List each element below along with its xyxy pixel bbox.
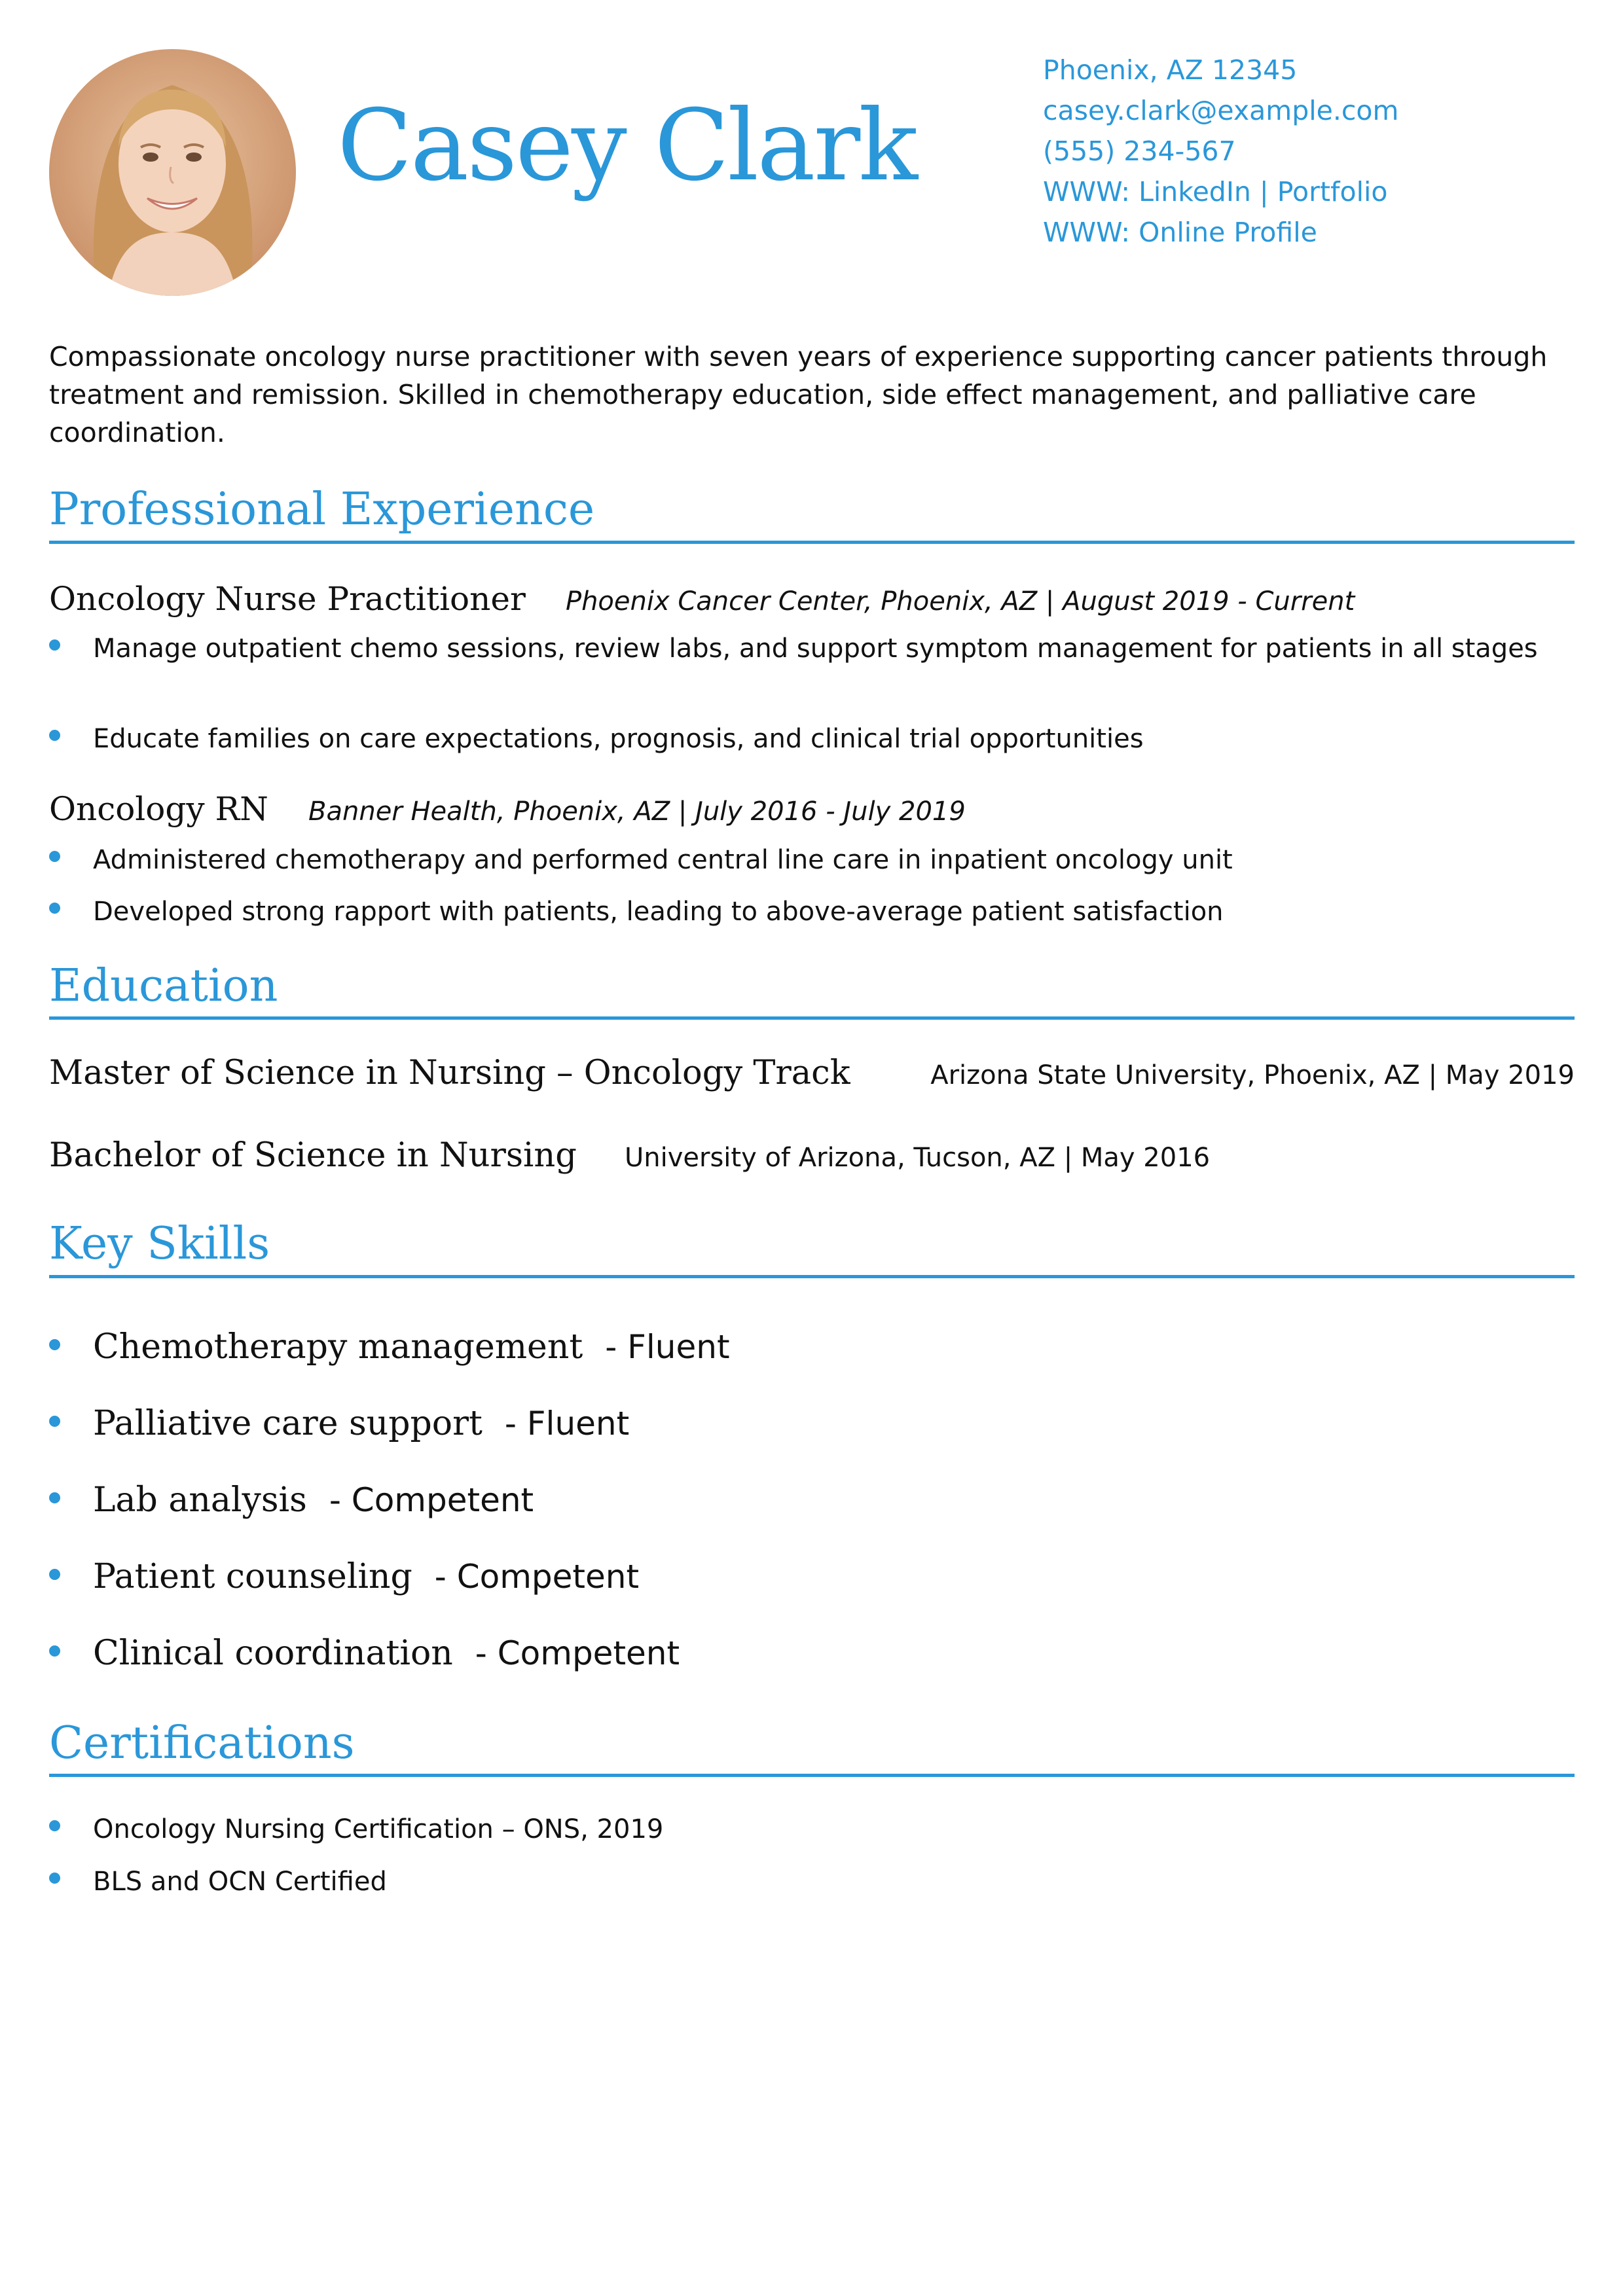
education-item: Master of Science in Nursing – Oncology … <box>49 1054 1575 1092</box>
bullet-icon <box>49 1569 60 1580</box>
section-divider <box>49 541 1575 544</box>
bullet-icon <box>49 903 60 914</box>
skill-name: Chemotherapy management <box>93 1327 583 1367</box>
section-heading-skills: Key Skills <box>49 1218 270 1270</box>
job-title: Oncology Nurse Practitioner <box>49 580 526 618</box>
contact-block: Phoenix, AZ 12345 casey.clark@example.co… <box>1043 50 1398 253</box>
job-location-dates: , Phoenix, AZ | August 2019 - Current <box>864 586 1355 617</box>
bullet-icon <box>49 851 60 862</box>
job-employer: Phoenix Cancer Center <box>565 586 864 617</box>
skill-name: Clinical coordination <box>93 1634 453 1673</box>
degree-name: Master of Science in Nursing – Oncology … <box>49 1054 850 1092</box>
job-heading: Oncology RN Banner Health, Phoenix, AZ |… <box>49 790 1575 828</box>
candidate-name: Casey Clark <box>337 89 918 203</box>
contact-email[interactable]: casey.clark@example.com <box>1043 95 1399 126</box>
professional-summary: Compassionate oncology nurse practitione… <box>49 341 1548 448</box>
degree-details: Arizona State University, Phoenix, AZ | … <box>930 1060 1575 1090</box>
skill-name: Palliative care support <box>93 1404 483 1443</box>
section-divider <box>49 1016 1575 1020</box>
bullet-icon <box>49 1873 60 1884</box>
contact-phone[interactable]: (555) 234-567 <box>1043 135 1236 167</box>
contact-online-profile[interactable]: WWW: Online Profile <box>1043 217 1317 248</box>
section-divider <box>49 1774 1575 1777</box>
section-heading-experience: Professional Experience <box>49 484 595 535</box>
certification-text: Oncology Nursing Certification – ONS, 20… <box>93 1814 664 1844</box>
bullet-text: Manage outpatient chemo sessions, review… <box>93 634 1538 664</box>
certification-text: BLS and OCN Certified <box>93 1867 387 1897</box>
bullet-icon <box>49 1820 60 1831</box>
skill-name: Patient counseling <box>93 1557 412 1596</box>
skill-level: - Competent <box>329 1481 534 1519</box>
job-meta: Banner Health, Phoenix, AZ | July 2016 -… <box>308 797 966 827</box>
contact-location: Phoenix, AZ 12345 <box>1043 54 1298 86</box>
section-heading-education: Education <box>49 960 278 1012</box>
profile-photo <box>49 49 296 296</box>
job-heading: Oncology Nurse Practitioner Phoenix Canc… <box>49 580 1575 618</box>
section-heading-certifications: Certifications <box>49 1717 355 1769</box>
degree-details: University of Arizona, Tucson, AZ | May … <box>624 1143 1211 1173</box>
contact-links[interactable]: WWW: LinkedIn | Portfolio <box>1043 176 1388 207</box>
bullet-icon <box>49 730 60 741</box>
education-item: Bachelor of Science in Nursing Universit… <box>49 1136 1575 1175</box>
degree-name: Bachelor of Science in Nursing <box>49 1136 577 1175</box>
job-location-dates: , Phoenix, AZ | July 2016 - July 2019 <box>496 797 966 827</box>
section-divider <box>49 1275 1575 1278</box>
skill-level: - Competent <box>475 1634 680 1672</box>
skill-level: - Fluent <box>504 1405 630 1443</box>
job-title: Oncology RN <box>49 790 268 828</box>
bullet-icon <box>49 639 60 651</box>
job-employer: Banner Health <box>308 797 497 827</box>
bullet-icon <box>49 1492 60 1503</box>
skill-name: Lab analysis <box>93 1480 307 1520</box>
bullet-icon <box>49 1416 60 1427</box>
skill-level: - Fluent <box>605 1328 730 1366</box>
bullet-icon <box>49 1645 60 1657</box>
bullet-text: Developed strong rapport with patients, … <box>93 897 1224 927</box>
job-meta: Phoenix Cancer Center, Phoenix, AZ | Aug… <box>566 586 1355 617</box>
bullet-icon <box>49 1339 60 1350</box>
bullet-text: Educate families on care expectations, p… <box>93 724 1144 754</box>
bullet-text: Administered chemotherapy and performed … <box>93 845 1233 875</box>
skill-level: - Competent <box>434 1558 640 1596</box>
